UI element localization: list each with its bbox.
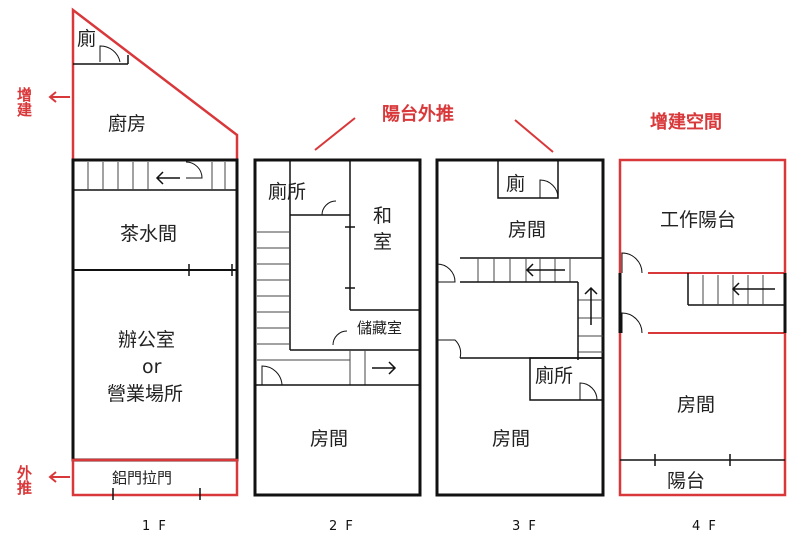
room-toilet-1f: 廁 xyxy=(77,27,96,50)
stair-arrow-icon xyxy=(731,282,775,296)
stair-2f xyxy=(257,231,350,361)
room-office-line2: or xyxy=(142,356,162,378)
room-rolling-door: 鋁門拉門 xyxy=(112,469,172,487)
arrow-left-icon xyxy=(48,471,70,483)
room-bedroom-3f-top: 房間 xyxy=(508,219,546,241)
room-toilet-2f: 廁所 xyxy=(268,180,306,203)
pushout-front-outline xyxy=(71,458,239,497)
room-balcony: 陽台 xyxy=(667,470,705,492)
floor-label-4f: 4 F xyxy=(692,519,718,534)
room-kitchen: 廚房 xyxy=(108,112,146,135)
arrow-left-icon xyxy=(48,91,70,103)
room-tea: 茶水間 xyxy=(120,223,177,245)
room-office-line3: 營業場所 xyxy=(107,383,183,405)
door-swing-icon xyxy=(621,252,643,274)
toilet-door-icon xyxy=(99,45,121,63)
door-swing-icon xyxy=(261,365,283,386)
room-work-balcony: 工作陽台 xyxy=(660,209,736,231)
floor-label-1f: 1 F xyxy=(142,519,168,534)
floor-2f-outline xyxy=(253,158,422,497)
door-swing-icon xyxy=(539,179,559,199)
extension-kitchen-outline xyxy=(71,7,239,162)
stair-arrow-icon xyxy=(372,361,397,375)
stair-arrow-icon xyxy=(584,286,598,325)
room-toilet-3f: 廁所 xyxy=(535,364,573,387)
room-storage: 儲藏室 xyxy=(357,319,402,337)
room-bedroom-3f: 房間 xyxy=(492,428,530,450)
room-office-line1: 辦公室 xyxy=(118,329,175,351)
door-swing-icon xyxy=(621,312,643,334)
room-bedroom-2f: 房間 xyxy=(310,428,348,450)
stair-arrow-icon xyxy=(525,263,565,277)
stair-3f xyxy=(477,258,603,353)
label-pushout-left: 外推 xyxy=(15,464,33,496)
door-swing-icon xyxy=(437,339,462,359)
door-swing-icon xyxy=(436,263,456,283)
room-toilet-3f-top: 廁 xyxy=(506,172,525,195)
room-washitsu-line1: 和 xyxy=(373,205,392,227)
door-swing-icon xyxy=(185,161,203,179)
floor-label-3f: 3 F xyxy=(512,519,538,534)
floor-1f: 廁 廚房 茶水間 辦公室 or 營業場所 鋁門拉門 1 F xyxy=(71,7,239,534)
door-swing-icon xyxy=(321,200,337,216)
stair-arrow-icon xyxy=(155,171,180,185)
floor-2f: 廁所 和 室 儲藏室 房間 2 F xyxy=(253,158,422,534)
door-swing-icon xyxy=(332,330,348,346)
floor-3f: 廁 房間 廁所 房間 3 F xyxy=(435,158,605,534)
label-extension-left: 增建 xyxy=(15,86,33,118)
floor-label-2f: 2 F xyxy=(329,519,355,534)
stair-1f xyxy=(87,162,226,190)
label-balcony-pushout: 陽台外推 xyxy=(382,103,454,125)
room-washitsu-line2: 室 xyxy=(373,231,392,253)
floor-4f: 工作陽台 房間 陽台 4 F xyxy=(618,158,787,534)
room-bedroom-4f: 房間 xyxy=(677,394,715,416)
floor-1f-outline xyxy=(71,158,239,462)
door-swing-icon xyxy=(579,382,598,401)
label-extension-space: 增建空間 xyxy=(650,111,722,133)
